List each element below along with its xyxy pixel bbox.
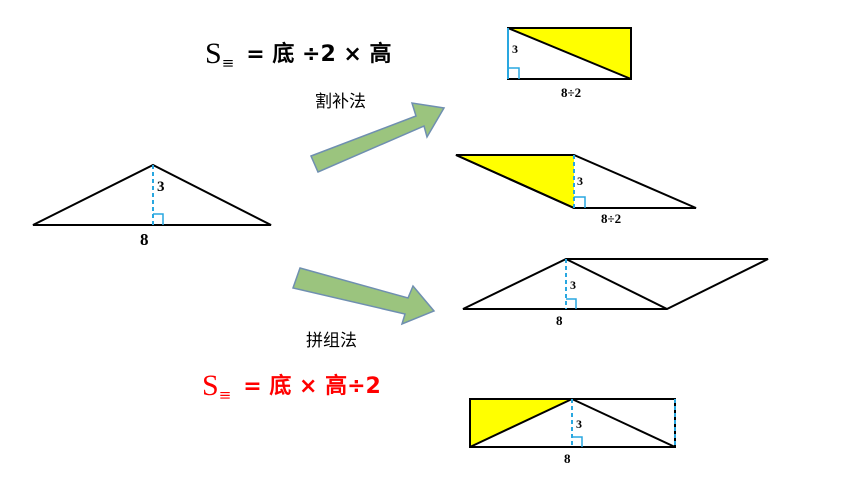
base-label: 8 — [556, 313, 563, 328]
formula-expression: = 底 × 高÷2 — [243, 374, 381, 399]
method-combine-label: 拼组法 — [306, 331, 357, 351]
arrow-up-right — [309, 102, 446, 173]
triangle-subscript: ≡ — [218, 386, 232, 404]
cut-fill-parallelogram: 3 8÷2 — [455, 154, 697, 226]
combine-parallelogram: 3 8 — [462, 258, 769, 328]
height-label: 3 — [577, 174, 583, 188]
area-symbol: S — [202, 369, 219, 402]
formula-cut-fill: S≡ = 底 ÷2 × 高 — [205, 36, 392, 72]
height-label: 3 — [570, 278, 576, 292]
original-triangle: 3 8 — [32, 163, 272, 249]
method-cut-fill-label: 割补法 — [315, 92, 366, 112]
base-label: 8 — [564, 451, 571, 466]
formula-combine: S≡ = 底 × 高÷2 — [202, 368, 381, 404]
height-label: 3 — [576, 417, 582, 431]
combine-rectangle: 3 8 — [469, 398, 676, 466]
formula-expression: = 底 ÷2 × 高 — [246, 42, 392, 67]
arrow-down-right — [292, 267, 436, 326]
cut-fill-rectangle: 3 8÷2 — [507, 27, 632, 100]
base-label: 8 — [140, 230, 149, 249]
height-label: 3 — [512, 42, 518, 56]
triangle-subscript: ≡ — [221, 54, 235, 72]
area-symbol: S — [205, 37, 222, 70]
half-base-label: 8÷2 — [561, 85, 581, 100]
height-label: 3 — [157, 179, 165, 195]
half-base-label: 8÷2 — [601, 211, 621, 226]
